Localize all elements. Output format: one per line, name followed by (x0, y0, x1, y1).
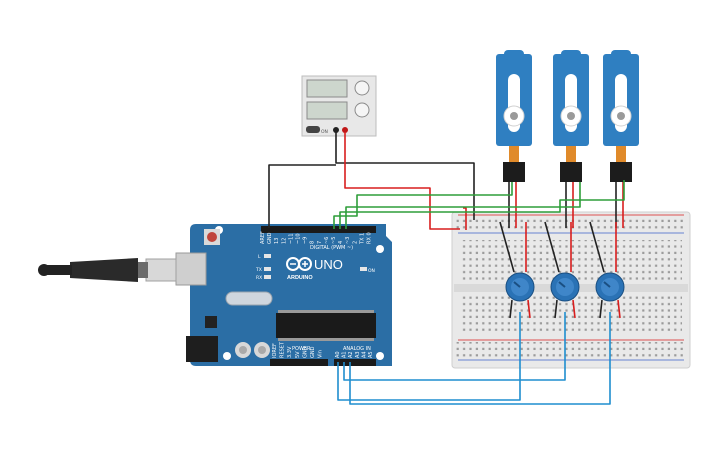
analog-pin-label: A4 (361, 351, 367, 358)
analog-pin-label: A5 (368, 351, 374, 358)
wire-green-pin5 (345, 182, 581, 229)
led-tx-label: TX (255, 267, 262, 273)
power-switch-label: ON (321, 129, 328, 135)
servo-connector[interactable] (503, 162, 525, 182)
model-label: UNO (314, 257, 343, 272)
power-header[interactable] (270, 359, 328, 366)
on-led-label: ON (368, 268, 375, 274)
digital-pin-label: AREF (260, 231, 266, 244)
servo-connector[interactable] (610, 162, 632, 182)
power-pin-label: RESET (280, 341, 286, 358)
voltage-regulator (205, 316, 217, 328)
wires (268, 132, 625, 405)
power-switch[interactable] (306, 126, 320, 133)
atmega-chip (276, 313, 376, 338)
servo-icon[interactable] (603, 50, 639, 228)
wire-green-pin6 (339, 180, 625, 229)
wire-black-arduino-gnd (268, 164, 336, 228)
digital-pin-label: 7 (317, 241, 323, 244)
dc-power-jack (186, 336, 218, 362)
led-tx (264, 267, 271, 271)
led-l (264, 254, 271, 258)
potentiometer-icon[interactable] (589, 221, 625, 319)
digital-pin-label: ~3 (345, 237, 351, 244)
servo-group (496, 50, 639, 228)
brand-label: ARDUINO (287, 275, 313, 281)
analog-pin-label: A0 (335, 351, 341, 358)
power-pin-label: IOREF (272, 343, 278, 358)
voltage-knob[interactable] (354, 80, 370, 96)
usb-jack (175, 252, 207, 286)
mounting-hole (376, 352, 384, 360)
power-pin-label: Vin (318, 350, 324, 358)
wire-black-supply-gnd (335, 132, 475, 220)
servo-connector[interactable] (560, 162, 582, 182)
digital-pin-label: ~6 (324, 237, 330, 244)
crystal (225, 291, 273, 306)
led-l-label: L (258, 254, 261, 260)
wire-red-vcc (463, 207, 467, 230)
analog-label: ANALOG IN (343, 346, 371, 352)
reset-button[interactable] (204, 229, 220, 245)
digital-pin-label: GND (267, 232, 273, 244)
usb-cable-icon[interactable] (38, 258, 177, 282)
analog-header[interactable] (334, 359, 376, 366)
digital-pin-label: 12 (281, 238, 287, 244)
servo-icon[interactable] (553, 50, 589, 228)
digital-pin-label: ~10 (296, 233, 302, 244)
negative-terminal[interactable] (333, 127, 339, 133)
mounting-hole (223, 352, 231, 360)
potentiometer-icon[interactable] (499, 221, 535, 319)
digital-pin-label: 13 (274, 238, 280, 244)
digital-pin-label: 2 (352, 241, 358, 244)
digital-label: DIGITAL (PWM ~) (310, 245, 353, 251)
mounting-hole (376, 245, 384, 253)
current-display (306, 101, 348, 120)
power-supply[interactable]: ON (301, 75, 377, 137)
power-pin-label: 5V (295, 351, 301, 358)
digital-pin-label: 8 (310, 241, 316, 244)
analog-pin-label: A1 (342, 351, 348, 358)
led-rx (264, 275, 271, 279)
analog-pin-label: A2 (348, 351, 354, 358)
wire-green-pin9 (333, 182, 513, 229)
wire-blue-a2 (349, 312, 611, 405)
wire-red-supply-pos (344, 132, 460, 230)
potentiometer-group (499, 221, 625, 319)
led-on (360, 267, 367, 271)
voltage-display (306, 79, 348, 98)
wire-blue-a1 (343, 312, 566, 381)
positive-terminal[interactable] (342, 127, 348, 133)
led-rx-label: RX (256, 275, 262, 281)
power-pin-label: GND (302, 346, 308, 358)
digital-pin-label: RX 0 (367, 232, 373, 244)
digital-pin-label: ~5 (331, 237, 337, 244)
digital-pin-label: TX 1 (359, 233, 365, 245)
digital-header[interactable] (261, 226, 376, 233)
power-pin-label: 3.3V (287, 346, 293, 358)
servo-icon[interactable] (496, 50, 532, 228)
potentiometer-icon[interactable] (544, 221, 580, 319)
power-pin-label: GND (310, 346, 316, 358)
arduino-uno-board[interactable]: UNO ARDUINO DIGITAL (PWM ~) POWER ANALOG… (175, 224, 392, 366)
digital-pin-label: 4 (338, 241, 344, 244)
analog-pin-label: A3 (355, 351, 361, 358)
digital-pin-label: ~11 (288, 233, 294, 244)
wire-blue-a0 (337, 312, 521, 401)
power-label: POWER (292, 346, 311, 352)
arduino-logo-icon (286, 257, 312, 271)
digital-pin-label: ~9 (303, 237, 309, 244)
current-knob[interactable] (354, 102, 370, 118)
